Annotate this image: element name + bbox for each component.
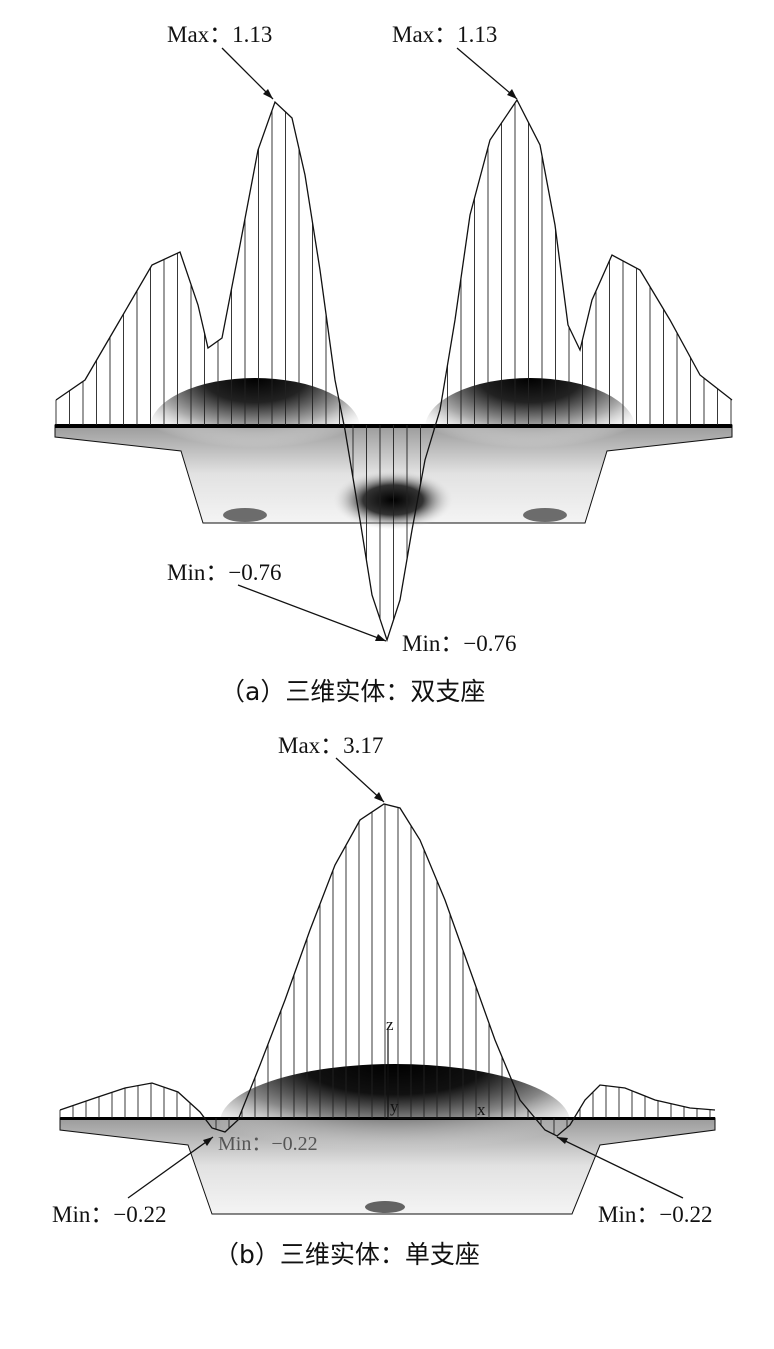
panel-b-axis-y-label: y — [390, 1097, 399, 1116]
panel-a-spot-left — [223, 508, 267, 522]
panel-b-caption: （b）三维实体：单支座 — [214, 1240, 480, 1269]
panel-a-min-upper-label: Min：−0.76 — [167, 560, 282, 585]
panel-a: Max：1.13 Max：1.13 Min：−0.76 Min：−0.76 （a… — [54, 22, 733, 706]
panel-a-min-lower-label: Min：−0.76 — [402, 631, 517, 656]
panel-b-min-right-arrow — [556, 1136, 684, 1199]
panel-a-min-arrow — [237, 584, 387, 642]
panel-a-caption: （a）三维实体：双支座 — [220, 677, 485, 706]
panel-a-min-arrowhead — [375, 634, 386, 641]
panel-b-min-left-label: Min：−0.22 — [52, 1202, 167, 1227]
panel-b-min-left-arrow — [127, 1136, 214, 1199]
panel-a-stress-hatching — [55, 102, 732, 620]
panel-b-min-right-arrowhead — [557, 1137, 568, 1144]
panel-b-axis-x-label: x — [477, 1100, 486, 1119]
panel-b-axis-z-label: z — [386, 1015, 394, 1034]
panel-b-min-left-arrowhead — [203, 1137, 213, 1146]
panel-a-max-left-label: Max：1.13 — [167, 22, 272, 47]
panel-a-max-right-label: Max：1.13 — [392, 22, 497, 47]
panel-a-spot-right — [523, 508, 567, 522]
panel-b-max-label: Max：3.17 — [278, 733, 383, 758]
panel-b-dark-zone — [220, 1064, 570, 1180]
panel-a-max-left-arrowhead — [263, 89, 273, 99]
panel-b-max-arrowhead — [374, 792, 384, 802]
panel-b-min-right-label: Min：−0.22 — [598, 1202, 713, 1227]
panel-a-max-left-arrow — [221, 47, 274, 100]
panel-b-stress-hatching — [59, 804, 711, 1135]
panel-b: z y x Max：3.17 Min：−0.22 Min：−0.22 Min：−… — [52, 733, 716, 1269]
panel-b-support-body — [59, 1064, 716, 1215]
panel-a-dark-zone-center — [333, 470, 453, 530]
panel-a-max-right-arrow — [456, 47, 518, 100]
panel-b-stress-curve — [59, 803, 716, 1137]
panel-b-min-ghost-label: Min：−0.22 — [218, 1133, 318, 1155]
panel-b-top-edge — [60, 1117, 715, 1120]
panel-a-max-right-arrowhead — [507, 89, 517, 99]
panel-b-spot — [365, 1201, 405, 1213]
panel-b-max-arrow — [335, 757, 385, 803]
panel-a-stress-curve — [55, 98, 733, 643]
